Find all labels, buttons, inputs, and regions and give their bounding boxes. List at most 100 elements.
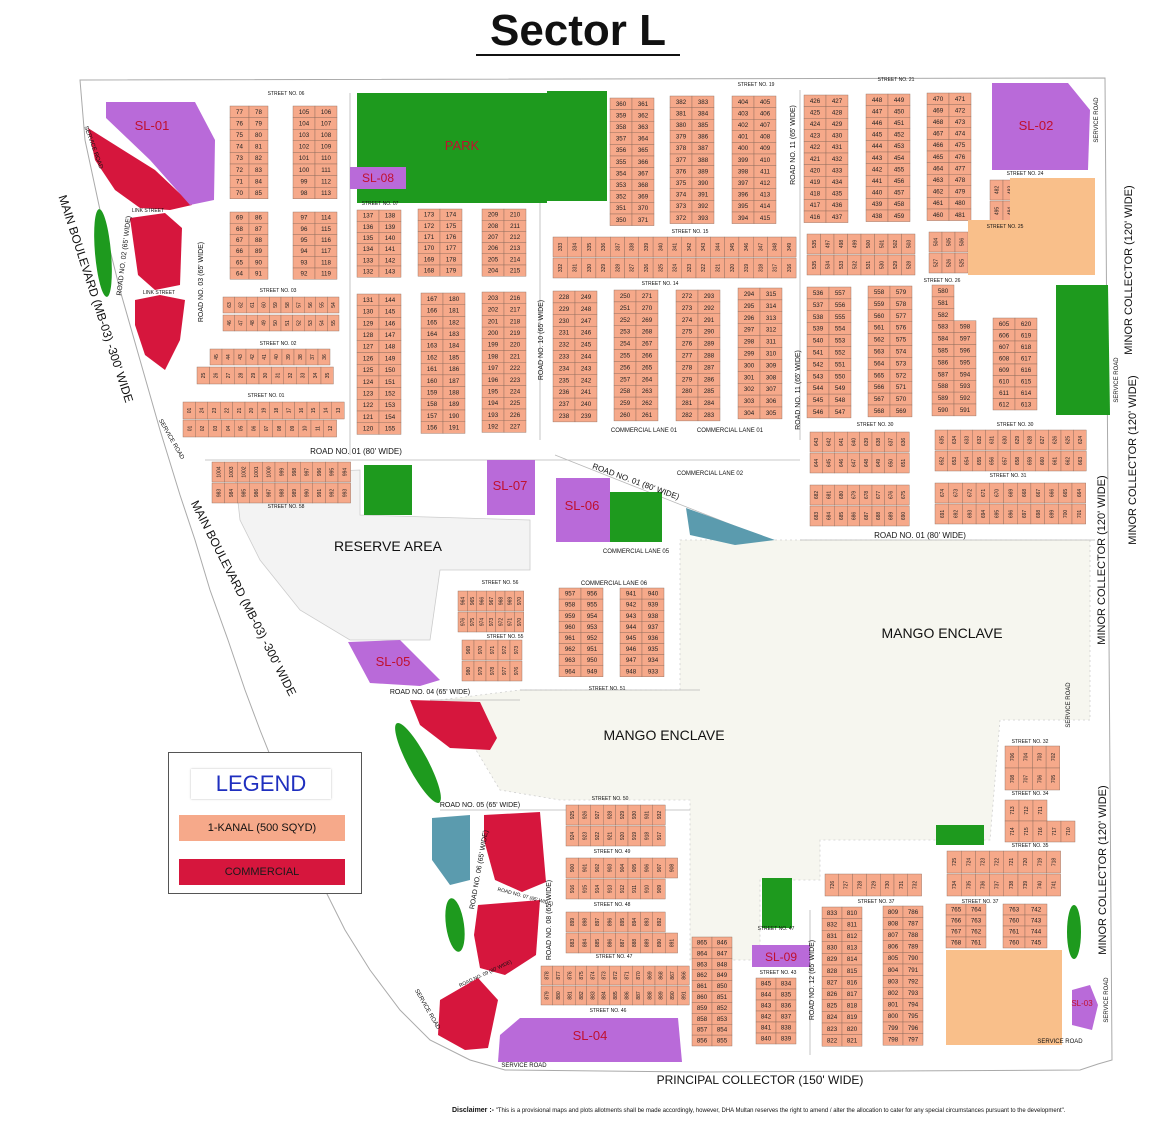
plot-number: 685 (839, 512, 845, 521)
plot-number: 688 (876, 512, 882, 521)
plot-number: 146 (385, 320, 396, 327)
plot-number: 970 (478, 646, 484, 655)
label-reserve-area: RESERVE AREA (334, 538, 443, 554)
plot-number: 667 (1036, 489, 1042, 498)
plot-number: 383 (698, 99, 709, 106)
label-sl-07: SL-07 (493, 478, 528, 493)
plot-number: 196 (488, 377, 499, 384)
plot-number: 958 (565, 602, 576, 609)
plot-number: 565 (874, 372, 885, 379)
plot-number: 546 (813, 409, 824, 416)
plot-number: 583 (938, 324, 949, 331)
plot-number: 339 (644, 243, 650, 252)
plot-number: 526 (947, 259, 953, 268)
plot (320, 366, 334, 385)
plot (896, 452, 910, 474)
plot-number: 584 (938, 336, 949, 343)
plot-number: 561 (874, 325, 885, 332)
plot-number: 627 (1040, 436, 1046, 445)
label-street-37-b: STREET NO. 37 (962, 899, 999, 905)
plot-number: 235 (559, 377, 570, 384)
plot-number: 161 (427, 366, 438, 373)
plot-number: 439 (872, 201, 883, 208)
plot-number: 170 (424, 245, 435, 252)
plot-number: 738 (1009, 881, 1015, 890)
plot-number: 846 (717, 939, 728, 946)
label-commercial-lane-01-a: COMMERCIAL LANE 01 (611, 428, 678, 434)
plot-number: 542 (813, 361, 824, 368)
plot-number: 81 (255, 144, 262, 151)
plot-number: 574 (896, 348, 907, 355)
plot-number: 788 (908, 932, 919, 939)
plot-number: 346 (744, 243, 750, 252)
plot-number: 230 (559, 318, 570, 325)
plot (1073, 450, 1087, 472)
plot-number: 323 (687, 264, 693, 273)
plot-number: 34 (313, 373, 319, 379)
disclaimer-label: Disclaimer :- (452, 1107, 495, 1114)
plot-number: 612 (999, 401, 1010, 408)
plot-number: 118 (321, 259, 331, 266)
plot-number: 651 (901, 459, 907, 468)
plot-number: 817 (847, 991, 858, 998)
plot-number: 865 (697, 939, 708, 946)
plot-number: 827 (827, 979, 838, 986)
label-commercial-lane-05: COMMERCIAL LANE 05 (603, 549, 670, 555)
plot-number: 462 (933, 189, 944, 196)
plot-number: 125 (363, 367, 374, 374)
plot-number: 830 (827, 945, 838, 952)
plot-number: 274 (682, 317, 693, 324)
plot-number: 575 (896, 337, 907, 344)
plot-number: 626 (1053, 436, 1059, 445)
plot-number: 402 (738, 122, 749, 129)
plot-number: 867 (670, 971, 676, 980)
plot (907, 873, 922, 897)
plot-number: 344 (715, 243, 721, 252)
plot-number: 177 (446, 245, 457, 252)
plot-number: 980 (466, 667, 472, 676)
plot-number: 411 (760, 168, 770, 175)
plot-number: 192 (488, 424, 499, 431)
plot-number: 497 (825, 240, 831, 249)
plot-number: 317 (773, 264, 779, 273)
plot-number: 762 (971, 929, 982, 936)
label-road-03: ROAD NO. 03 (65' WIDE) (198, 242, 205, 322)
plot-number: 250 (620, 293, 631, 300)
plot-number: 697 (1022, 510, 1028, 519)
plot-number: 894 (632, 918, 638, 927)
plot-number: 734 (952, 881, 958, 890)
plot-number: 309 (766, 362, 777, 369)
plot-number: 412 (760, 180, 771, 187)
plot-number: 803 (888, 978, 899, 985)
plot-number: 703 (1037, 753, 1043, 762)
plot-number: 209 (488, 212, 499, 219)
label-service-road-f: SERVICE ROAD (1104, 977, 1110, 1023)
plot-number: 537 (813, 302, 824, 309)
plot-number: 659 (1028, 457, 1034, 466)
plot-number: 566 (874, 384, 885, 391)
plot-number: 632 (977, 436, 983, 445)
plot-number: 970 (517, 597, 523, 606)
plot-number: 154 (385, 414, 396, 421)
plot-number: 272 (682, 293, 693, 300)
plot-number: 976 (461, 618, 467, 627)
plot-number: 964 (461, 597, 467, 606)
plot (442, 421, 466, 434)
plot (248, 267, 269, 280)
plot-number: 962 (565, 646, 576, 653)
plot-number: 500 (866, 240, 872, 249)
park-leaf-2 (395, 722, 441, 804)
plot-number: 75 (236, 132, 243, 139)
plot-number: 259 (620, 400, 631, 407)
plot-number: 431 (832, 144, 843, 151)
plot-number: 232 (559, 342, 570, 349)
plot-number: 220 (510, 342, 521, 349)
plot-number: 409 (760, 145, 771, 152)
plot-number: 204 (488, 268, 499, 275)
plot-number: 596 (960, 347, 971, 354)
plot-number: 975 (470, 618, 476, 627)
plot-number: 44 (226, 354, 232, 360)
plot-number: 92 (301, 271, 308, 278)
plot-number: 863 (697, 961, 708, 968)
